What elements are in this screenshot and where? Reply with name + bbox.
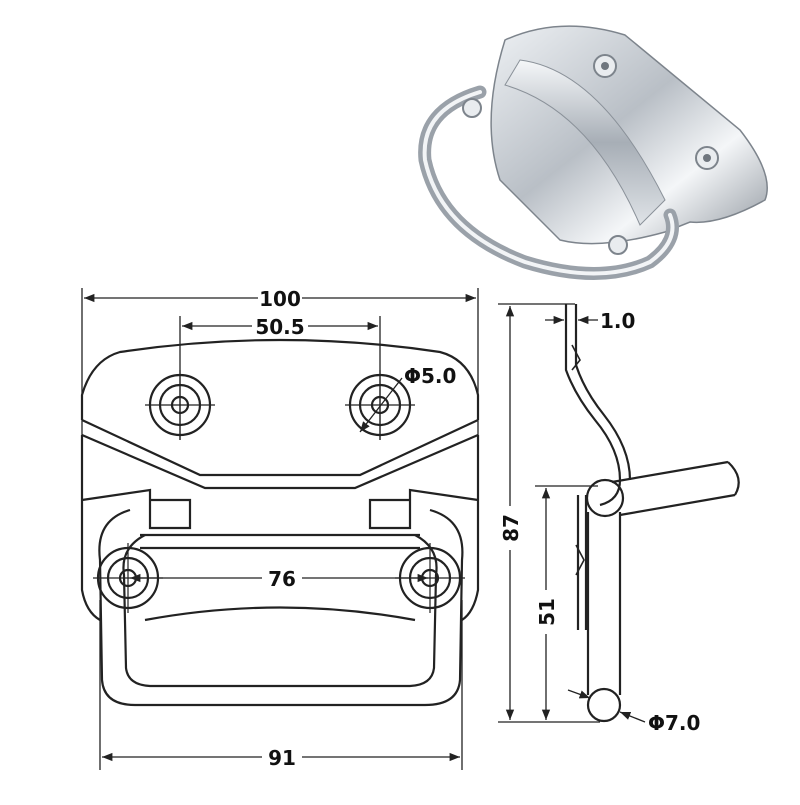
front-view — [80, 288, 480, 770]
side-handle-arm — [611, 460, 736, 517]
side-handle-drop — [586, 512, 622, 695]
photo-mounting-plate — [490, 25, 768, 245]
product-photo — [418, 25, 768, 280]
front-grip-curve — [144, 606, 416, 622]
label-overall-height: 87 — [499, 514, 523, 542]
label-handle-width: 91 — [268, 746, 296, 770]
dim-hole-diameter-leader — [359, 377, 403, 433]
front-right-tab — [368, 488, 479, 530]
front-hinge-barrel — [140, 533, 420, 550]
side-wire-section — [586, 687, 622, 723]
side-plate-lower — [576, 495, 588, 630]
label-wire-diameter: Φ7.0 — [648, 711, 700, 735]
label-pivot-spacing: 76 — [268, 567, 296, 591]
front-plate-lower — [80, 435, 101, 621]
front-upper-hole-left — [145, 370, 215, 440]
photo-wire-handle-highlight — [422, 90, 675, 276]
dim-wire-diameter-leader-b — [619, 711, 646, 723]
photo-hole-1-center — [601, 62, 609, 70]
front-plate-outline — [80, 338, 480, 420]
dim-wire-diameter-leader-a — [567, 689, 591, 699]
photo-hole-2-center — [703, 154, 711, 162]
side-view — [498, 303, 740, 723]
label-plate-thickness: 1.0 — [600, 309, 635, 333]
label-handle-drop: 51 — [535, 598, 559, 626]
front-upper-hole-right — [345, 370, 415, 440]
front-left-tab — [81, 488, 192, 530]
side-plate-profile — [564, 304, 622, 507]
label-hole-spacing: 50.5 — [255, 315, 304, 339]
label-hole-diameter: Φ5.0 — [404, 364, 456, 388]
photo-hole-4 — [608, 235, 628, 255]
photo-hole-3 — [462, 98, 482, 118]
front-wire-handle-inner — [122, 534, 438, 688]
side-pivot-barrel — [585, 478, 625, 518]
front-plate-edge — [81, 419, 479, 477]
front-wire-handle-outer — [98, 508, 464, 707]
photo-hinge-barrel — [504, 59, 666, 226]
label-overall-width: 100 — [259, 287, 301, 311]
